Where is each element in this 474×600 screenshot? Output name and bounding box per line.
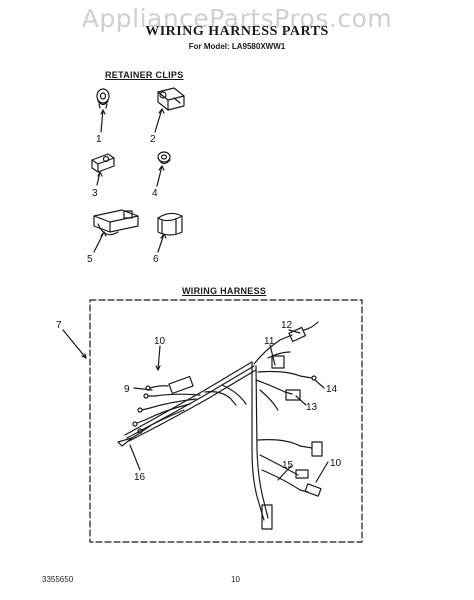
callout-10b: 10 [330, 458, 342, 469]
retainer-clip-1[interactable] [96, 88, 110, 109]
leader-line-1 [100, 109, 104, 133]
page-title: WIRING HARNESS PARTS [145, 24, 329, 39]
arrowhead-2 [158, 108, 165, 114]
leader-line-13 [295, 395, 307, 406]
retainer-clip-3[interactable] [91, 153, 115, 173]
wiring-harness-assembly[interactable] [117, 321, 323, 530]
leader-line-5 [93, 231, 105, 253]
leader-line-15 [277, 465, 292, 481]
doc-number: 3355650 [42, 575, 74, 584]
leader-line-10a [157, 345, 161, 371]
leader-line-16 [129, 444, 141, 471]
arrowhead-10a [155, 365, 161, 371]
callout-3: 3 [92, 188, 98, 199]
page-number: 10 [231, 575, 240, 584]
leader-line-4 [156, 165, 163, 187]
callout-10a: 10 [154, 336, 166, 347]
leader-line-9 [133, 387, 153, 391]
retainer-clip-4[interactable] [157, 151, 171, 165]
callout-16: 16 [134, 472, 146, 483]
retainer-clip-2[interactable] [157, 87, 185, 111]
arrowhead-7 [81, 353, 87, 359]
section-heading-retainer-clips: RETAINER CLIPS [105, 70, 184, 80]
arrowhead-1 [100, 109, 106, 115]
leader-line-11 [269, 344, 276, 366]
callout-7: 7 [56, 320, 62, 331]
arrowhead-6 [160, 233, 167, 239]
retainer-clip-5[interactable] [93, 209, 139, 236]
harness-frame [89, 299, 363, 543]
callout-4: 4 [152, 188, 158, 199]
arrowhead-5 [100, 231, 107, 237]
arrowhead-3 [97, 171, 103, 177]
leader-line-6 [157, 233, 165, 253]
leader-line-2 [154, 108, 163, 133]
watermark: AppliancePartsPros.com [81, 4, 393, 33]
model-line: For Model: LA9580XWW1 [188, 42, 286, 51]
section-heading-wiring-harness: WIRING HARNESS [182, 286, 267, 296]
leader-line-14 [314, 379, 325, 389]
callout-15: 15 [282, 460, 294, 471]
leader-line-12 [288, 329, 301, 334]
callout-12: 12 [281, 320, 293, 331]
callout-13: 13 [306, 402, 318, 413]
callout-9: 9 [124, 384, 130, 395]
callout-6: 6 [153, 254, 159, 265]
callout-5: 5 [87, 254, 93, 265]
retainer-clip-6[interactable] [157, 212, 183, 236]
leader-line-10b [315, 461, 329, 483]
callout-11: 11 [264, 336, 275, 347]
callout-2: 2 [150, 134, 156, 145]
leader-line-7 [62, 329, 87, 359]
arrowhead-4 [158, 165, 165, 171]
callout-1: 1 [96, 134, 102, 145]
callout-14: 14 [326, 384, 338, 395]
